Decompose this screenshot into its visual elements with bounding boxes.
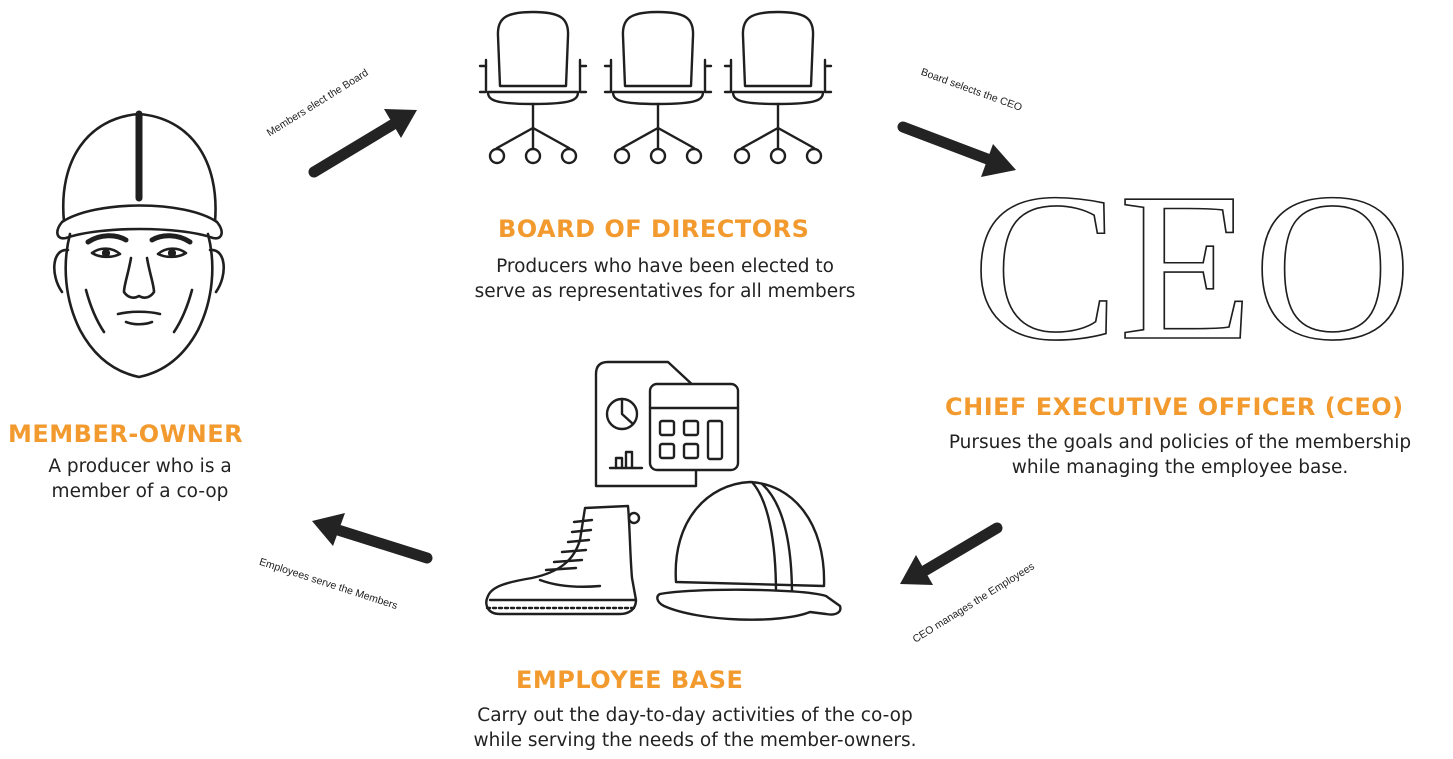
ceo-description: Pursues the goals and policies of the me… (915, 430, 1445, 480)
ceo-desc-line1: Pursues the goals and policies of the me… (948, 432, 1412, 453)
member-face-icon (52, 110, 226, 379)
ceo-desc-line2: while managing the employee base. (1011, 457, 1349, 478)
ceo-logo-text: CEO (972, 149, 1412, 384)
member-owner-desc-line2: member of a co-op (51, 481, 229, 502)
office-chairs-icon (478, 10, 833, 165)
member-owner-description: A producer who is a member of a co-op (0, 454, 280, 504)
arrow-board-to-ceo (897, 121, 1016, 177)
employee-base-desc-line1: Carry out the day-to-day activities of t… (477, 705, 913, 726)
arrow-ceo-to-employees (900, 522, 1003, 585)
member-owner-desc-line1: A producer who is a (48, 456, 232, 477)
member-owner-title: MEMBER-OWNER (8, 420, 244, 448)
board-desc-line2: serve as representatives for all members (474, 281, 856, 302)
board-desc-line1: Producers who have been elected to (496, 256, 834, 277)
board-title: BOARD OF DIRECTORS (498, 215, 810, 243)
arrow-employees-to-members (312, 513, 433, 564)
ceo-title: CHIEF EXECUTIVE OFFICER (CEO) (945, 393, 1404, 421)
employee-base-description: Carry out the day-to-day activities of t… (430, 703, 960, 753)
employee-base-title: EMPLOYEE BASE (516, 666, 744, 694)
hardhat-icon (656, 480, 842, 621)
boot-icon (485, 504, 641, 616)
employee-base-desc-line2: while serving the needs of the member-ow… (473, 730, 917, 751)
board-description: Producers who have been elected to serve… (430, 254, 900, 304)
arrow-members-to-board (308, 109, 417, 178)
report-calculator-icon (594, 360, 740, 488)
